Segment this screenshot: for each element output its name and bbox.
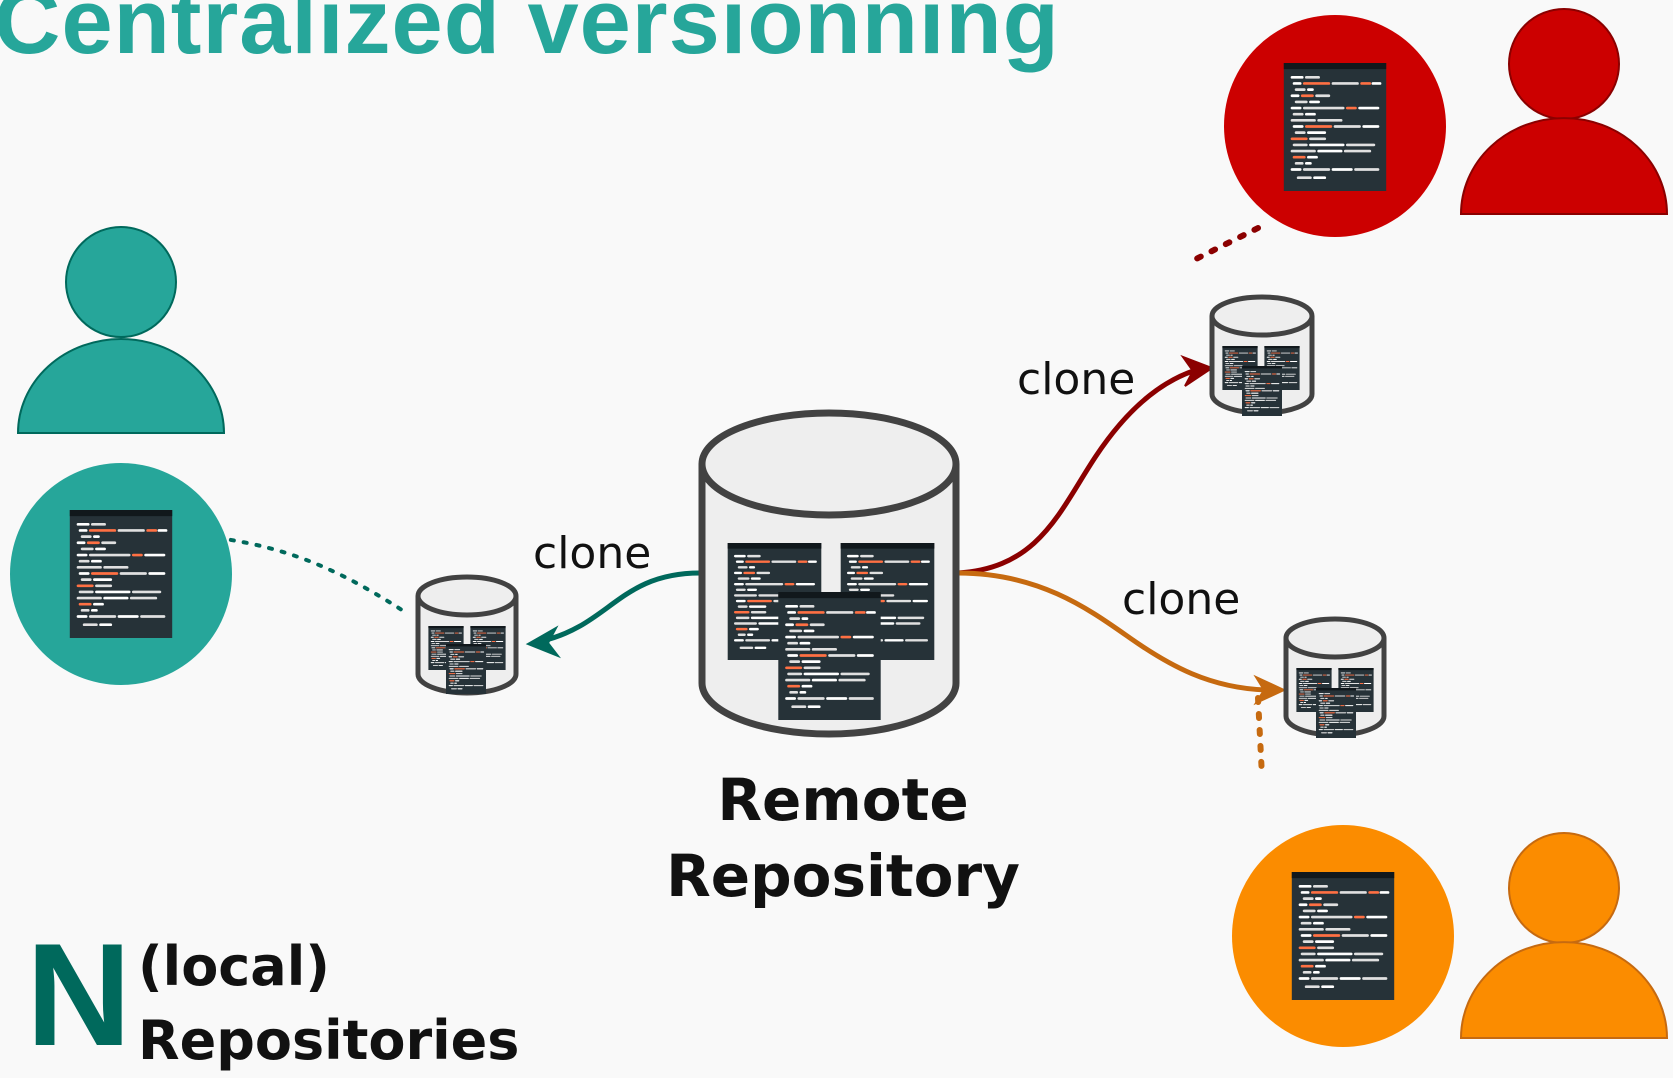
clone-arrow-orange (957, 570, 1267, 693)
clone-label-orange: clone (1122, 574, 1240, 625)
remote-repository-label-line2: Repository (666, 842, 1020, 910)
teal-dotted-link (216, 536, 407, 614)
orange-code-window-icon (1291, 872, 1395, 1000)
page-title: Centralized versionning (0, 0, 1060, 73)
local-repository-red-database-icon (1209, 294, 1315, 416)
teal-user-icon (16, 226, 226, 434)
local-repositories-count: N (26, 913, 132, 1076)
red-code-window-icon (1283, 63, 1387, 191)
clone-arrowhead-orange (1253, 674, 1287, 706)
clone-arrow-teal (541, 570, 701, 644)
local-repositories-label-line2: Repositories (138, 1009, 520, 1072)
orange-user-icon (1459, 832, 1669, 1039)
clone-label-teal: clone (533, 528, 651, 579)
red-user-icon (1459, 8, 1669, 215)
teal-code-window-icon (69, 510, 173, 638)
red-dotted-link (1187, 225, 1261, 265)
local-repositories-label: (local) Repositories (138, 930, 519, 1078)
remote-repository-label-line1: Remote (717, 766, 968, 834)
clone-label-red: clone (1017, 354, 1135, 405)
local-repositories-label-line1: (local) (138, 935, 330, 998)
local-repository-teal-database-icon (415, 574, 519, 696)
clone-arrow-red (957, 367, 1197, 576)
local-repository-orange-database-icon (1283, 616, 1387, 738)
clone-arrowhead-red (1180, 354, 1215, 387)
clone-arrowhead-teal (525, 625, 562, 659)
remote-repository-database-icon (698, 409, 960, 738)
orange-dotted-link (1255, 695, 1265, 779)
